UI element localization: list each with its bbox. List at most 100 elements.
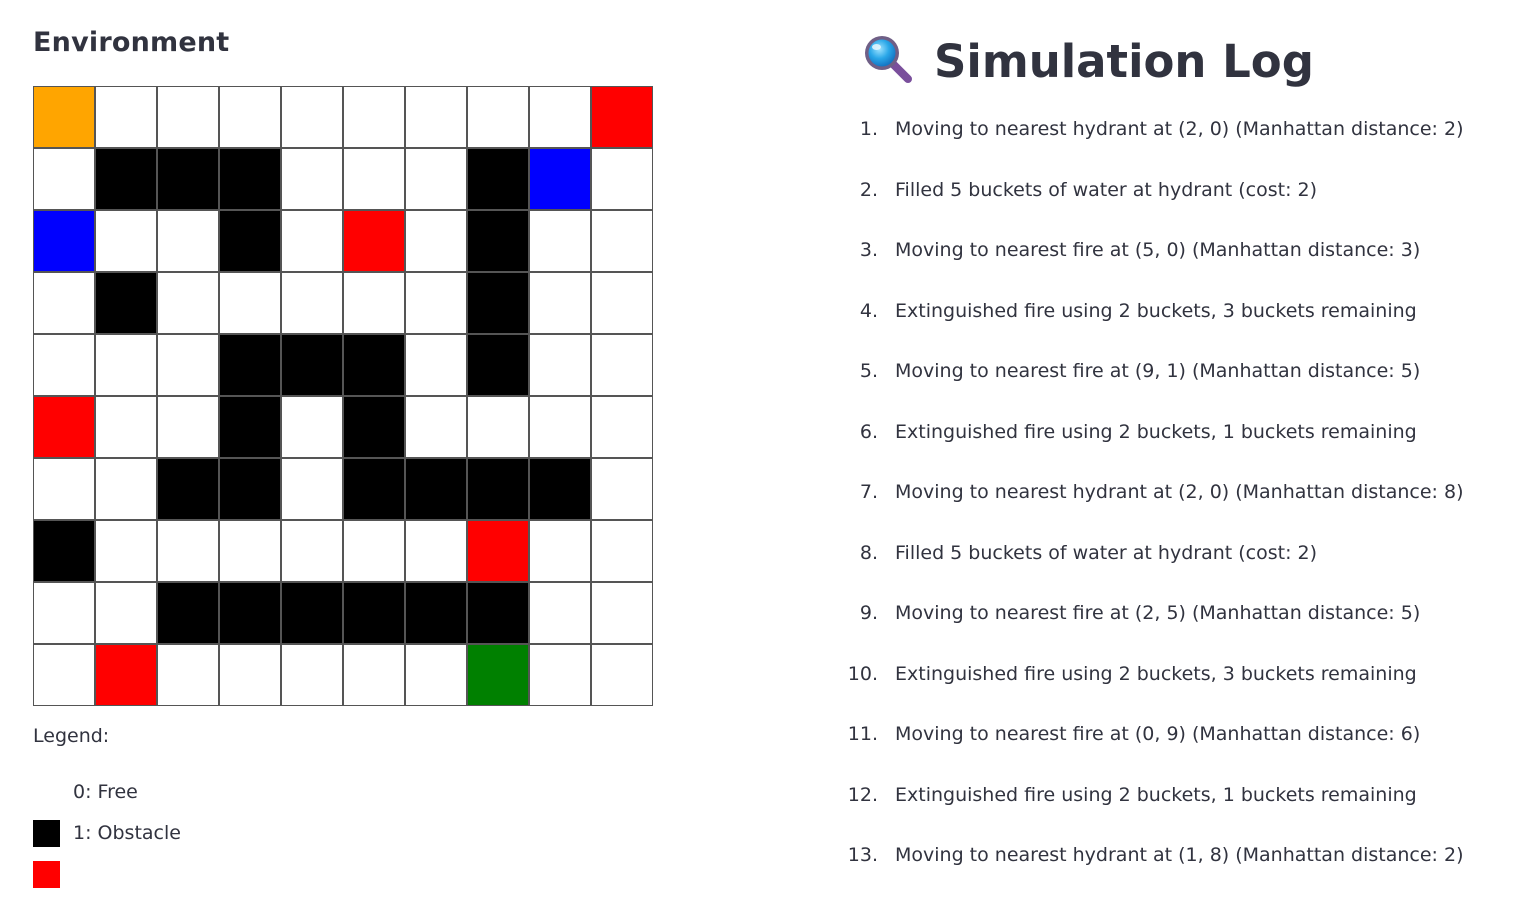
log-item-number: 9. — [859, 602, 878, 624]
grid-cell — [467, 86, 529, 148]
log-item-text: Extinguished fire using 2 buckets, 3 buc… — [895, 299, 1417, 322]
log-item-number: 8. — [859, 541, 878, 564]
grid-cell — [95, 520, 157, 582]
log-item-text: Moving to nearest hydrant at (2, 0) (Man… — [895, 481, 1464, 503]
grid-cell — [529, 148, 591, 210]
grid-cell — [343, 582, 405, 644]
grid-cell — [157, 148, 219, 210]
grid-cell — [95, 86, 157, 148]
log-item-text: Moving to nearest fire at (9, 1) (Manhat… — [895, 360, 1421, 382]
grid-cell — [467, 210, 529, 272]
log-item-text: Moving to nearest fire at (5, 0) (Manhat… — [895, 239, 1421, 261]
grid-cell — [529, 210, 591, 272]
grid-cell — [343, 210, 405, 272]
simulation-title: Simulation Log — [934, 34, 1314, 88]
grid-cell — [33, 148, 95, 210]
legend-item-free: 0: Free — [33, 778, 138, 806]
grid-cell — [33, 458, 95, 520]
grid-cell — [591, 582, 653, 644]
log-item-text: Extinguished fire using 2 buckets, 3 buc… — [895, 662, 1417, 685]
grid-cell — [157, 86, 219, 148]
log-item-number: 3. — [859, 239, 878, 261]
grid-cell — [157, 520, 219, 582]
grid-cell — [281, 86, 343, 148]
grid-cell — [281, 582, 343, 644]
grid-cell — [343, 458, 405, 520]
grid-cell — [467, 644, 529, 706]
grid-cell — [467, 148, 529, 210]
grid-cell — [467, 396, 529, 458]
grid-cell — [591, 86, 653, 148]
grid-cell — [343, 334, 405, 396]
grid-cell — [529, 272, 591, 334]
grid-cell — [219, 458, 281, 520]
grid-cell — [281, 644, 343, 706]
grid-cell — [157, 334, 219, 396]
log-item-number: 13. — [847, 844, 878, 866]
grid-cell — [219, 210, 281, 272]
grid-cell — [33, 272, 95, 334]
log-item-number: 7. — [859, 481, 878, 503]
grid-cell — [95, 334, 157, 396]
grid-cell — [219, 520, 281, 582]
grid-cell — [157, 272, 219, 334]
grid-cell — [529, 334, 591, 396]
grid-cell — [467, 272, 529, 334]
grid-cell — [405, 644, 467, 706]
grid-cell — [157, 644, 219, 706]
grid-cell — [405, 148, 467, 210]
grid-cell — [281, 334, 343, 396]
log-item-text: Moving to nearest fire at (0, 9) (Manhat… — [895, 723, 1421, 745]
legend-swatch-free — [33, 778, 60, 806]
legend-item-obstacle: 1: Obstacle — [33, 819, 181, 847]
grid-cell — [529, 520, 591, 582]
grid-cell — [405, 334, 467, 396]
grid-cell — [157, 582, 219, 644]
grid-cell — [33, 210, 95, 272]
grid-cell — [157, 396, 219, 458]
log-item-number: 11. — [847, 723, 878, 745]
grid-cell — [281, 210, 343, 272]
grid-cell — [405, 272, 467, 334]
grid-cell — [591, 396, 653, 458]
grid-cell — [467, 334, 529, 396]
grid-cell — [591, 210, 653, 272]
grid-cell — [405, 520, 467, 582]
grid-cell — [281, 148, 343, 210]
grid-cell — [467, 582, 529, 644]
grid-cell — [343, 148, 405, 210]
grid-cell — [157, 458, 219, 520]
grid-cell — [343, 86, 405, 148]
grid-cell — [157, 210, 219, 272]
grid-cell — [405, 210, 467, 272]
legend-swatch-fire — [33, 860, 60, 888]
grid-cell — [95, 272, 157, 334]
grid-cell — [95, 210, 157, 272]
grid-cell — [405, 396, 467, 458]
grid-cell — [343, 272, 405, 334]
grid-cell — [33, 396, 95, 458]
grid-cell — [95, 458, 157, 520]
grid-cell — [219, 582, 281, 644]
grid-cell — [591, 148, 653, 210]
grid-cell — [591, 334, 653, 396]
grid-cell — [529, 582, 591, 644]
grid-cell — [95, 396, 157, 458]
grid-cell — [281, 458, 343, 520]
grid-cell — [405, 582, 467, 644]
grid-cell — [405, 86, 467, 148]
grid-cell — [591, 272, 653, 334]
grid-cell — [281, 396, 343, 458]
legend-text-obstacle: 1: Obstacle — [73, 822, 181, 844]
environment-grid — [33, 86, 653, 706]
grid-cell — [591, 644, 653, 706]
log-item-number: 2. — [859, 178, 878, 201]
grid-cell — [33, 520, 95, 582]
grid-cell — [529, 86, 591, 148]
grid-cell — [467, 520, 529, 582]
log-item-text: Extinguished fire using 2 buckets, 1 buc… — [895, 783, 1417, 806]
log-item-text: Moving to nearest fire at (2, 5) (Manhat… — [895, 602, 1421, 624]
log-item-number: 10. — [847, 662, 878, 685]
log-item-text: Filled 5 buckets of water at hydrant (co… — [895, 178, 1318, 201]
grid-cell — [219, 148, 281, 210]
